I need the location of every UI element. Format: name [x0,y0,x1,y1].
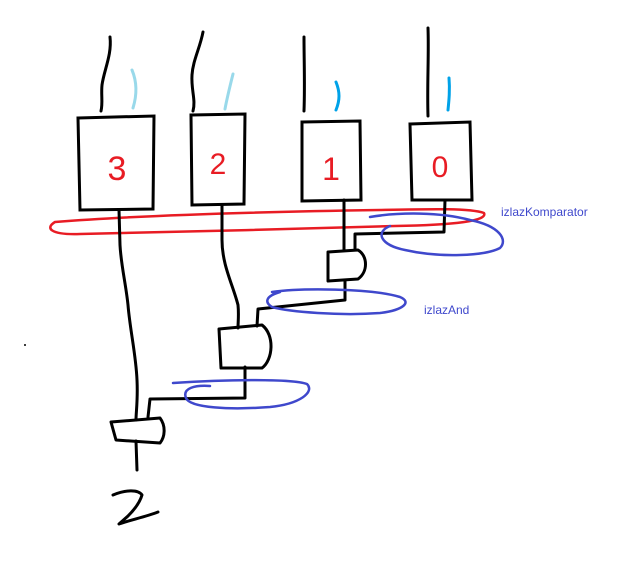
wires [117,198,447,472]
izlaz-and-loop [266,288,407,316]
izlaz-komparator-label: izlazKomparator [501,205,588,219]
input-wires [99,26,430,118]
bit-mark-0 [446,76,451,112]
bit-mark-3 [130,68,138,110]
and-gate-b [217,323,273,370]
wire-block3-to-and-c [117,208,139,422]
izlaz-and-label: izlazAnd [424,303,469,317]
block-1-digit: 1 [322,151,340,187]
blue-loops [171,212,505,410]
wire-block2-to-and-b [220,203,240,330]
block-3: 3 [76,114,156,212]
block-1: 1 [300,119,363,203]
block-3-frame [76,114,156,212]
bit-marks [130,68,451,112]
input-wire-3 [99,35,112,113]
komparator-red-loop [49,207,486,236]
wire-and-a-to-and-b [255,278,347,328]
input-wire-2 [190,30,205,113]
block-3-digit: 3 [108,150,127,188]
block-2-frame [189,112,247,207]
and-gate-a [326,248,367,283]
block-2-digit: 2 [210,148,227,181]
output-one-glyph [111,489,160,526]
and-gates [109,248,367,445]
block-0-digit: 0 [432,151,449,184]
block-2: 2 [189,112,247,207]
and-gate-c [109,416,166,445]
wire-and-c-output [134,439,139,472]
final-and-loop [171,378,311,410]
input-wire-0 [426,26,430,118]
bit-mark-1 [334,80,341,112]
block-1-frame [300,119,363,203]
block-0: 0 [408,120,474,202]
bit-mark-2 [223,72,235,111]
wire-and-b-to-and-c [146,365,247,419]
stray-dot [24,344,26,346]
izlaz-komparator-loop [368,212,505,257]
block-0-frame [408,120,474,202]
